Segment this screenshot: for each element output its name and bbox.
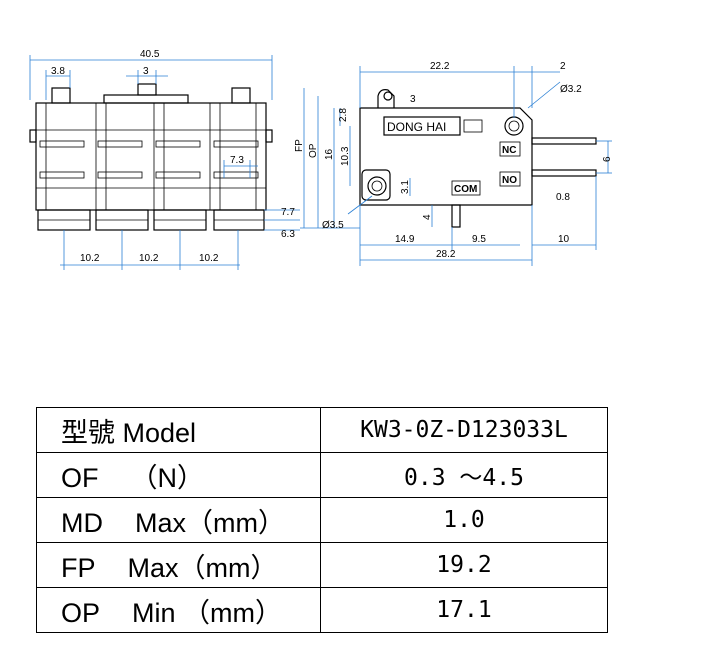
brand-label: DONG HAI (387, 120, 446, 134)
dim-terminal-spacing: 7.3 (230, 155, 244, 166)
row-value: 19.2 (320, 542, 608, 588)
mounting-hole-bottom (367, 176, 387, 196)
front-view (29, 55, 300, 270)
dim-28-2: 28.2 (436, 249, 456, 260)
row-label: 型號 Model (36, 407, 321, 453)
label-b: Min （mm） (132, 597, 283, 628)
label-b: （N） (130, 462, 205, 493)
row-label: MD Max（mm） (36, 497, 321, 543)
top-post-right (231, 87, 251, 104)
row-value: 17.1 (320, 587, 608, 633)
row-value: KW3-0Z-D123033L (320, 407, 608, 453)
dim-top-width: 22.2 (430, 61, 450, 72)
lever (377, 89, 395, 108)
label-a: 型號 (61, 417, 115, 448)
dim-offset-left: 3.8 (51, 66, 65, 77)
actuator-base (103, 94, 189, 104)
dim-9-5: 9.5 (472, 234, 486, 245)
label-b: Model (122, 417, 197, 448)
dim-14-9: 14.9 (395, 234, 415, 245)
table-row: MD Max（mm） 1.0 (36, 497, 608, 543)
front-legs (37, 209, 265, 231)
row-label: OF （N） (36, 452, 321, 498)
dim-pitch-1: 10.2 (80, 253, 100, 264)
top-post-left (51, 87, 71, 104)
front-dimension-labels: 40.5 3.8 3 7.3 10.2 10.2 10.2 7.7 6.3 (51, 49, 295, 264)
dim-right-offset: 2 (560, 61, 566, 72)
mounting-hole-top (504, 116, 524, 136)
side-view-labels: DONG HAI NC NO COM 22.2 2 Ø3.2 3 FP OP 1… (294, 61, 613, 260)
terminal-nc (531, 137, 597, 145)
front-terminals (39, 140, 259, 179)
label-a: OF (61, 462, 99, 493)
label-a: MD (61, 507, 103, 538)
label-com: COM (454, 184, 477, 195)
side-view (300, 66, 612, 266)
dim-lever: 3 (410, 94, 416, 105)
brand-box (383, 116, 461, 136)
dim-4: 4 (422, 214, 433, 220)
actuator-button (137, 83, 157, 96)
dim-actuator-width: 3 (143, 66, 149, 77)
dim-op: OP (308, 143, 319, 158)
label-nc: NC (502, 145, 516, 156)
table-row: OF （N） 0.3 ～4.5 (36, 452, 608, 498)
switch-body-side (359, 107, 533, 206)
dim-terminal-height-a: 7.7 (281, 207, 295, 218)
table-row: OP Min （mm） 17.1 (36, 587, 608, 633)
label-a: OP (61, 597, 101, 628)
label-b: Max（mm） (127, 552, 278, 583)
table-row: 型號 Model KW3-0Z-D123033L (36, 407, 608, 453)
dim-hole-top: Ø3.2 (560, 84, 582, 95)
table-row: FP Max（mm） 19.2 (36, 542, 608, 588)
dim-pitch-3: 10.2 (199, 253, 219, 264)
row-label: OP Min （mm） (36, 587, 321, 633)
terminal-com (451, 204, 461, 228)
label-a: FP (61, 552, 96, 583)
dim-fp: FP (294, 139, 305, 152)
dim-width-total: 40.5 (140, 49, 160, 60)
dim-3-1: 3.1 (400, 180, 411, 194)
terminal-no (531, 169, 597, 177)
dim-16: 16 (324, 148, 335, 160)
technical-drawing: 40.5 3.8 3 7.3 10.2 10.2 10.2 7.7 6.3 (29, 49, 613, 270)
label-no: NO (502, 175, 517, 186)
dim-6: 6 (602, 156, 613, 162)
row-value: 1.0 (320, 497, 608, 543)
dim-2-8: 2.8 (338, 108, 349, 122)
spec-table: 型號 Model KW3-0Z-D123033L OF（N） 0.3 ～4.5 … (36, 407, 608, 633)
dim-0-8: 0.8 (556, 192, 570, 203)
row-label: FP Max（mm） (36, 542, 321, 588)
dim-hole-bottom: Ø3.5 (322, 220, 344, 231)
dim-10: 10 (558, 234, 570, 245)
dim-terminal-height-b: 6.3 (281, 229, 295, 240)
dim-pitch-2: 10.2 (139, 253, 159, 264)
label-b: Max（mm） (135, 507, 285, 538)
dim-10-3: 10.3 (340, 146, 351, 166)
row-value: 0.3 ～4.5 (320, 452, 608, 498)
